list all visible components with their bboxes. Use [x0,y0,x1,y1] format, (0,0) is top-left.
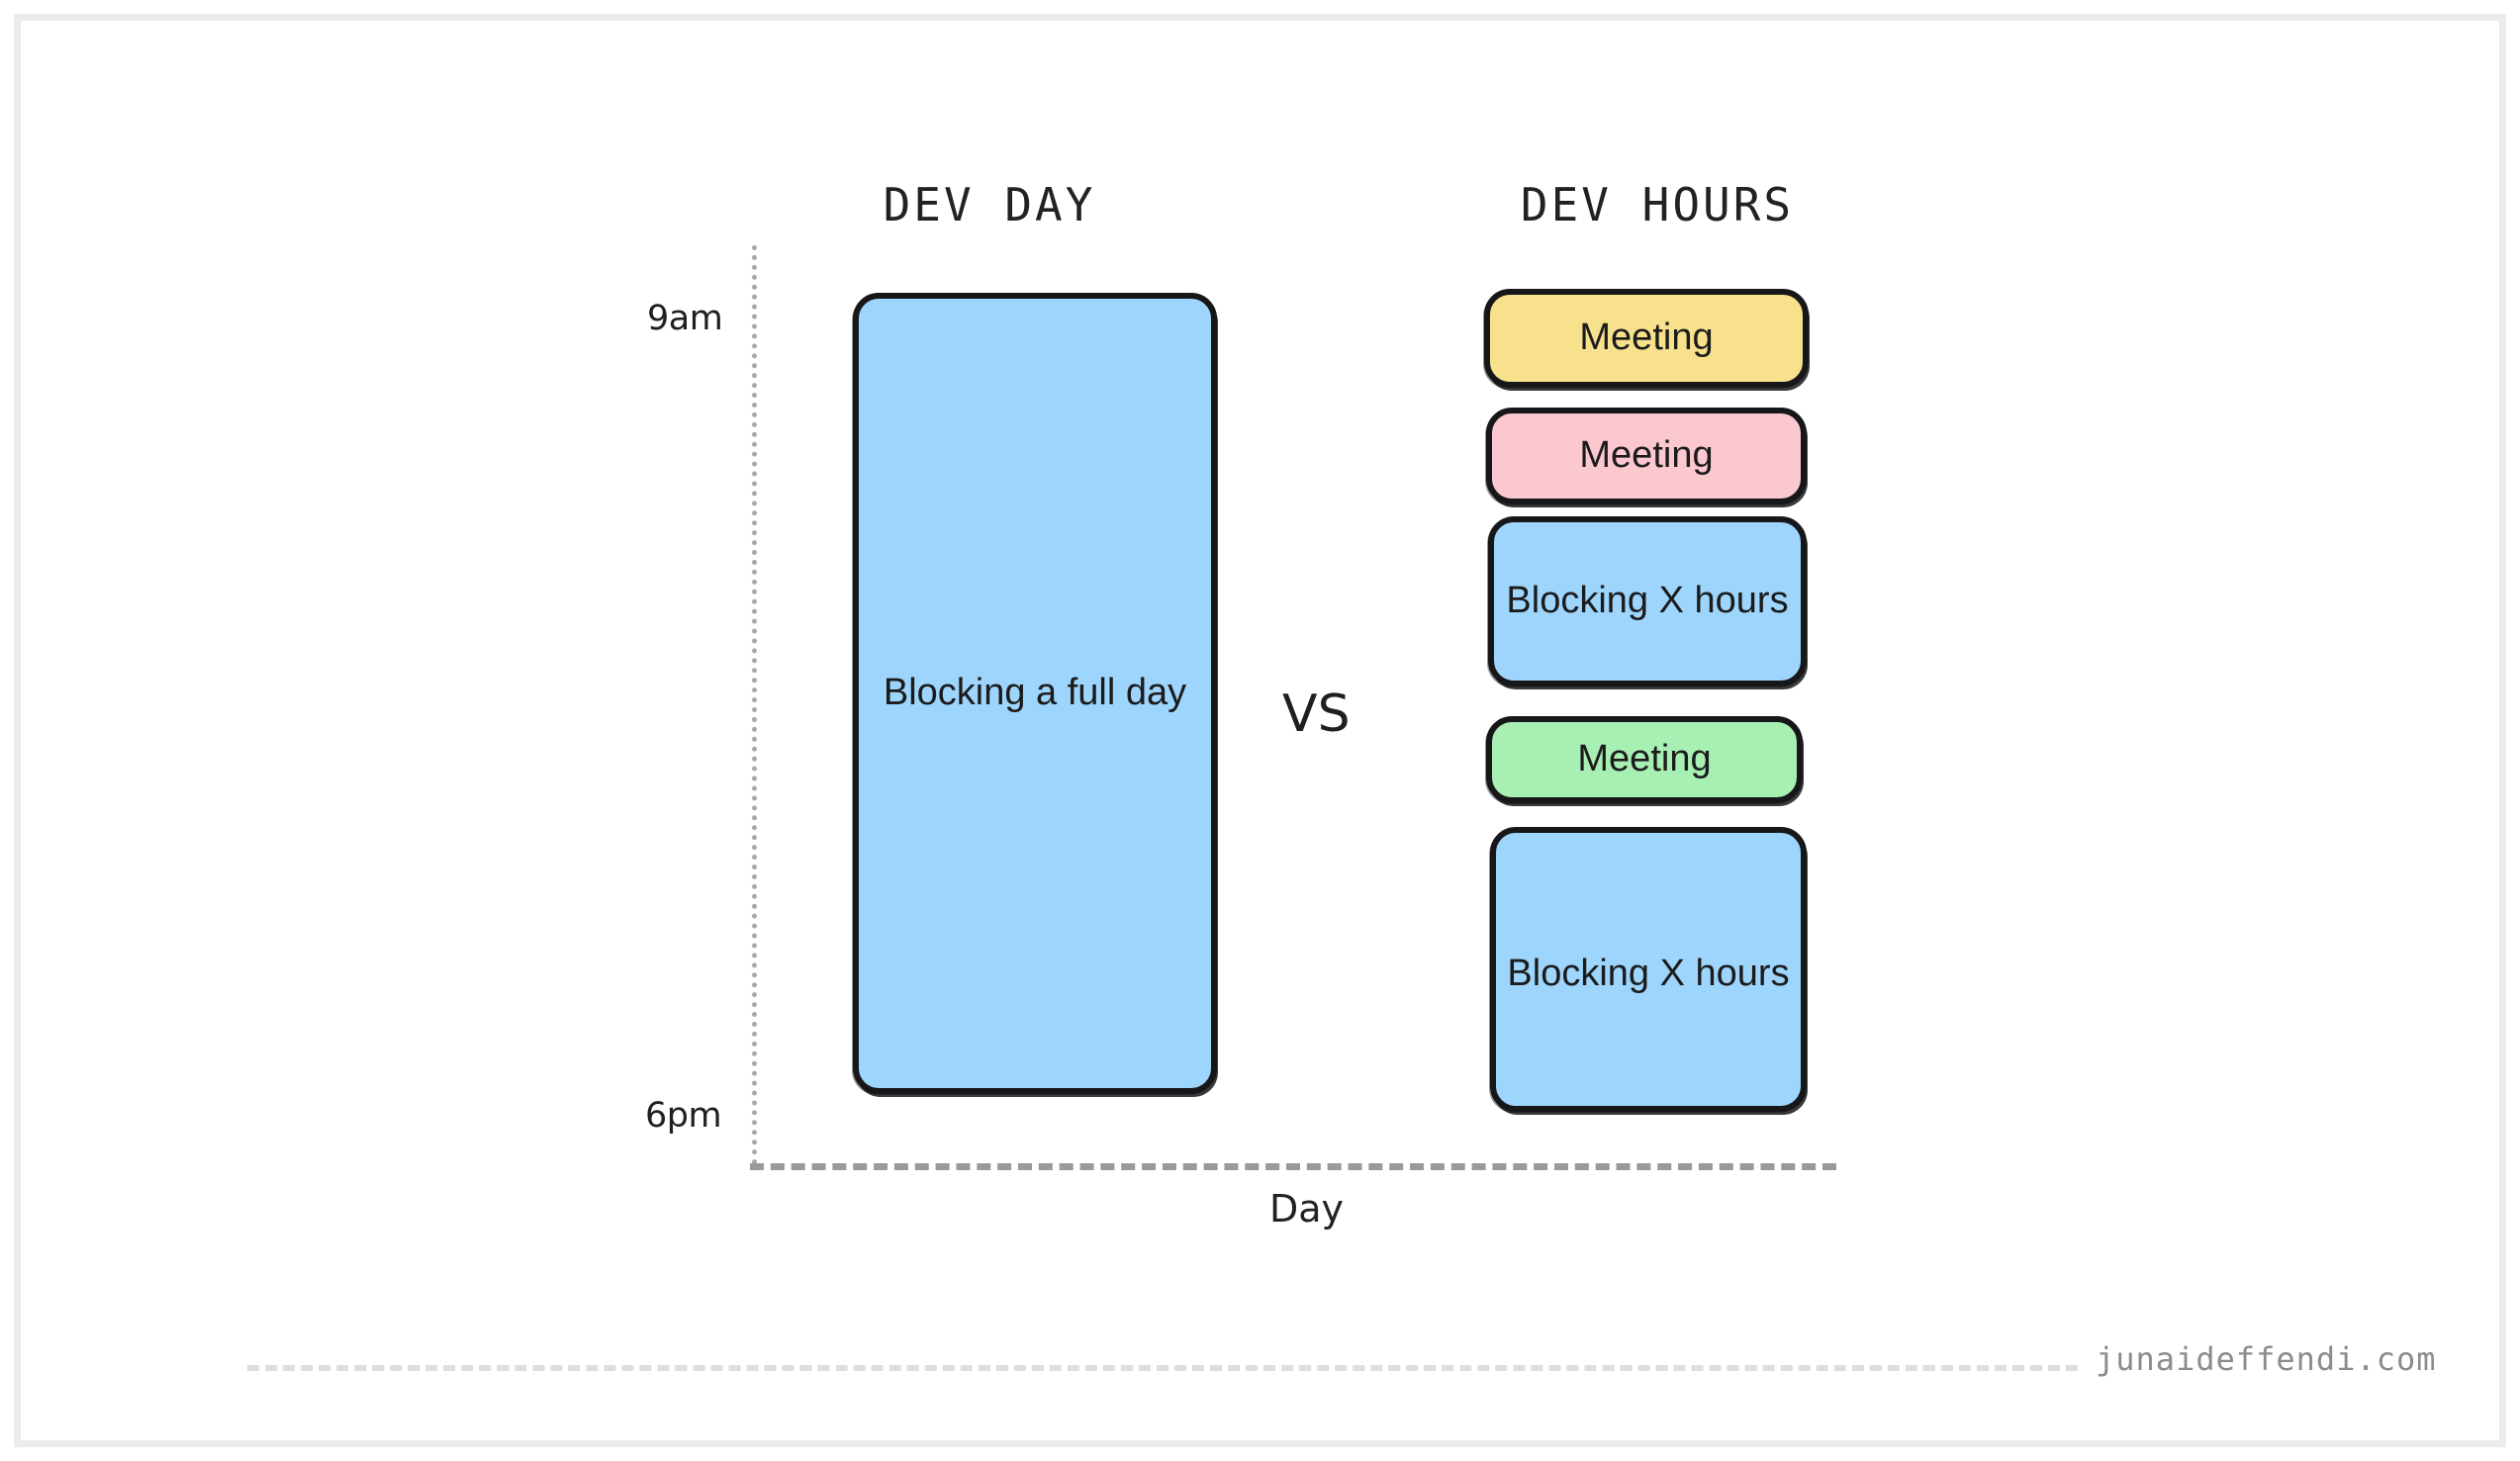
x-axis-label-day: Day [1269,1187,1345,1231]
vs-label: VS [1282,685,1351,744]
x-axis-dashed-line [750,1163,1836,1170]
footer-divider [247,1365,2078,1371]
block-blocking-x-hours-second: Blocking X hours [1490,827,1807,1112]
y-axis-tick-9am: 9am [647,299,723,338]
block-label: Blocking X hours [1506,580,1789,622]
block-label: Meeting [1579,434,1714,477]
block-label: Meeting [1577,738,1712,780]
column-title-dev-hours: DEV HOURS [1520,178,1795,231]
watermark-url: junaideffendi.com [2096,1340,2437,1378]
canvas-border [14,14,2506,1447]
block-blocking-x-hours-first: Blocking X hours [1488,516,1807,686]
block-label: Meeting [1579,317,1714,359]
block-blocking-a-full-day: Blocking a full day [853,293,1217,1094]
y-axis-tick-6pm: 6pm [645,1096,722,1136]
block-meeting-green: Meeting [1486,716,1803,803]
column-title-dev-day: DEV DAY [883,178,1096,231]
block-label: Blocking X hours [1507,953,1790,994]
y-axis-dotted-line [752,245,757,1165]
block-label: Blocking a full day [883,672,1187,714]
block-meeting-pink: Meeting [1486,408,1807,504]
block-meeting-yellow: Meeting [1484,289,1809,388]
